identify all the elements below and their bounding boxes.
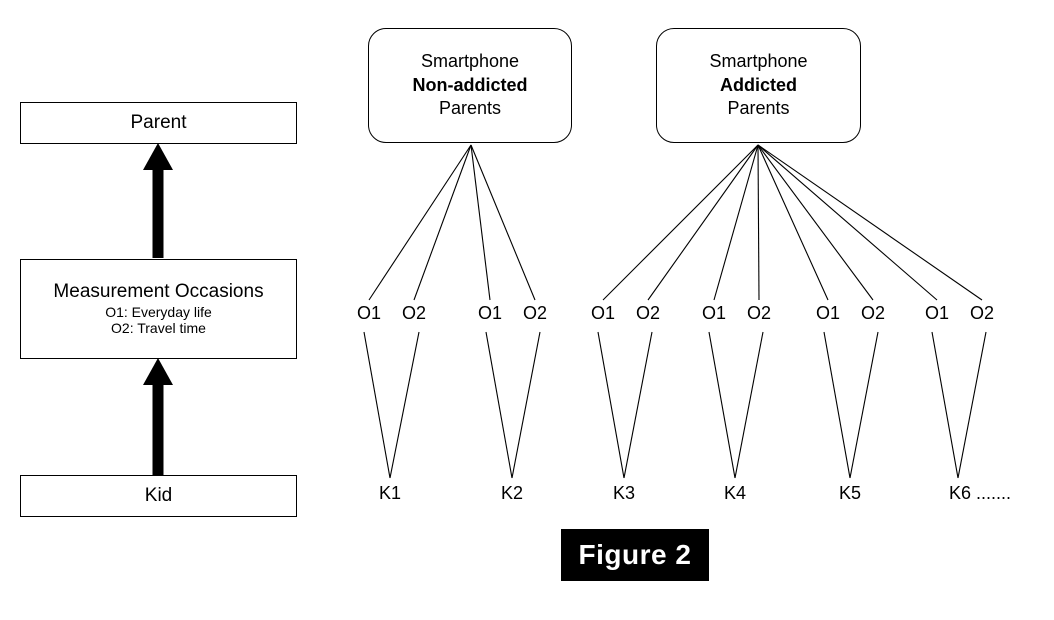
group-box-addicted[interactable]: Smartphone Addicted Parents: [656, 28, 861, 143]
group-box-non-addicted-line3: Parents: [438, 98, 502, 119]
level-box-parent[interactable]: Parent: [20, 102, 297, 144]
kid-node-k5[interactable]: K5: [838, 483, 862, 503]
v-joins-occasions-to-kids: [363, 331, 987, 479]
occasion-node-3[interactable]: O1: [477, 303, 503, 323]
kid-node-k2[interactable]: K2: [500, 483, 524, 503]
occasion-node-4[interactable]: O2: [522, 303, 548, 323]
occasion-definition-o1: O1: Everyday life: [105, 304, 212, 321]
group-box-non-addicted-line1: Smartphone: [420, 50, 520, 71]
kid-node-k1[interactable]: K1: [378, 483, 402, 503]
kid-node-k3[interactable]: K3: [612, 483, 636, 503]
arrow-kid-to-occasions: [143, 358, 173, 475]
level-box-kid[interactable]: Kid: [20, 475, 297, 517]
group-box-addicted-line1: Smartphone: [709, 50, 808, 71]
kid-node-k4[interactable]: K4: [723, 483, 747, 503]
group-box-addicted-line3: Parents: [727, 98, 790, 119]
level-box-measurement-occasions-title: Measurement Occasions: [53, 281, 264, 303]
occasion-node-12[interactable]: O2: [969, 303, 995, 323]
figure-caption: Figure 2: [561, 529, 709, 581]
occasion-node-6[interactable]: O2: [635, 303, 661, 323]
level-box-measurement-occasions[interactable]: Measurement Occasions O1: Everyday life …: [20, 259, 297, 359]
occasion-definition-o2: O2: Travel time: [111, 320, 206, 337]
occasion-node-5[interactable]: O1: [590, 303, 616, 323]
level-box-parent-title: Parent: [130, 112, 187, 134]
kid-node-k6[interactable]: K6 .......: [948, 483, 1012, 503]
group-box-addicted-line2: Addicted: [719, 74, 797, 95]
fan-addicted-to-occasions: [602, 144, 983, 301]
occasion-node-9[interactable]: O1: [815, 303, 841, 323]
level-box-kid-title: Kid: [144, 485, 173, 507]
group-box-non-addicted[interactable]: Smartphone Non-addicted Parents: [368, 28, 572, 143]
occasion-node-8[interactable]: O2: [746, 303, 772, 323]
arrow-occasions-to-parent: [143, 143, 173, 258]
occasion-node-1[interactable]: O1: [356, 303, 382, 323]
occasion-node-10[interactable]: O2: [860, 303, 886, 323]
group-box-non-addicted-line2: Non-addicted: [412, 74, 528, 95]
occasion-node-11[interactable]: O1: [924, 303, 950, 323]
occasion-node-7[interactable]: O1: [701, 303, 727, 323]
fan-non-addicted-to-occasions: [368, 144, 536, 301]
occasion-node-2[interactable]: O2: [401, 303, 427, 323]
